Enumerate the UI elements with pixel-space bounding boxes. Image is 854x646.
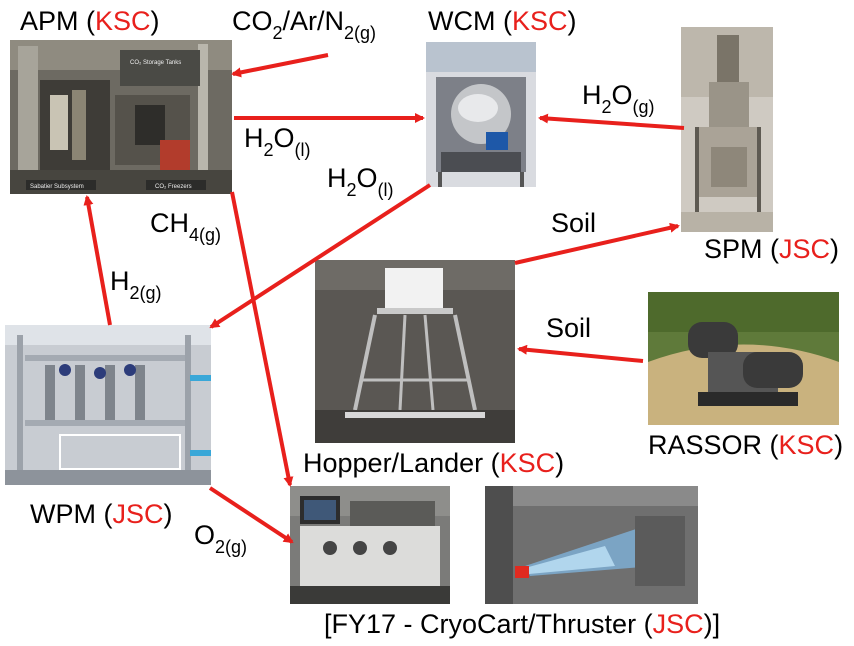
h2-label: H2(g): [110, 266, 162, 303]
cryocart-suffix: )]: [703, 609, 721, 639]
apm-name: APM: [20, 6, 79, 36]
apm-freezers-caption: CO₂ Freezers: [155, 184, 192, 190]
rassor-photo: [648, 292, 839, 425]
cryocart-label: [FY17 - CryoCart/Thruster (JSC)]: [324, 611, 720, 638]
cryocart-org: JSC: [652, 609, 704, 639]
arrow-hopper-to-spm-soil: [514, 222, 680, 265]
spm-label: SPM (JSC): [704, 234, 840, 264]
apm-label: APM (KSC): [20, 6, 160, 36]
arrow-co2-to-apm: [231, 53, 329, 78]
soil-rassor-label: Soil: [546, 313, 592, 343]
spm-org: JSC: [779, 234, 831, 264]
wcm-name: WCM: [428, 6, 496, 36]
apm-sabatier-caption: Sabatier Subsystem: [30, 184, 84, 190]
hopper-name: Hopper/Lander: [303, 448, 484, 478]
spm-photo: [681, 27, 773, 232]
arrow-wcm-to-wpm: [209, 183, 432, 329]
h2o-liquid-apm-label: H2O(l): [244, 123, 311, 160]
rassor-label: RASSOR (KSC): [648, 430, 844, 460]
cryocart-photo: [290, 486, 450, 604]
spm-name: SPM: [704, 234, 763, 264]
co2-input-label: CO2/Ar/N2(g): [232, 6, 377, 43]
arrow-wpm-to-cryocart-o2: [208, 486, 294, 544]
soil-hopper-label: Soil: [551, 208, 597, 238]
rassor-name: RASSOR: [648, 430, 763, 460]
arrow-apm-to-cryocart-ch4: [230, 191, 294, 487]
apm-photo: CO₂ Storage Tanks Sabatier Subsystem CO₂…: [10, 40, 232, 194]
wpm-org: JSC: [112, 499, 164, 529]
hopper-label: Hopper/Lander (KSC): [303, 448, 565, 478]
thruster-photo: [485, 486, 698, 604]
hopper-org: KSC: [499, 448, 556, 478]
wpm-name: WPM: [30, 499, 96, 529]
wcm-label: WCM (KSC): [428, 6, 577, 36]
h2o-gas-spm-label: H2O(g): [582, 80, 655, 117]
rassor-org: KSC: [778, 430, 835, 460]
cryocart-prefix: [FY17 - CryoCart/Thruster (: [324, 609, 653, 639]
wpm-photo: [5, 325, 211, 485]
arrow-spm-to-wcm: [538, 113, 685, 130]
apm-tanks-caption: CO₂ Storage Tanks: [130, 60, 181, 66]
arrow-rassor-to-hopper-soil: [517, 344, 644, 363]
wcm-org: KSC: [511, 6, 568, 36]
ch4-label: CH4(g): [150, 208, 222, 245]
wcm-photo: [426, 42, 536, 187]
arrow-wpm-to-apm: [83, 195, 112, 326]
o2-label: O2(g): [194, 520, 248, 557]
h2o-liquid-wcm-label: H2O(l): [327, 163, 394, 200]
hopper-lander-photo: [315, 260, 515, 443]
apm-org: KSC: [95, 6, 151, 36]
wpm-label: WPM (JSC): [30, 499, 173, 529]
